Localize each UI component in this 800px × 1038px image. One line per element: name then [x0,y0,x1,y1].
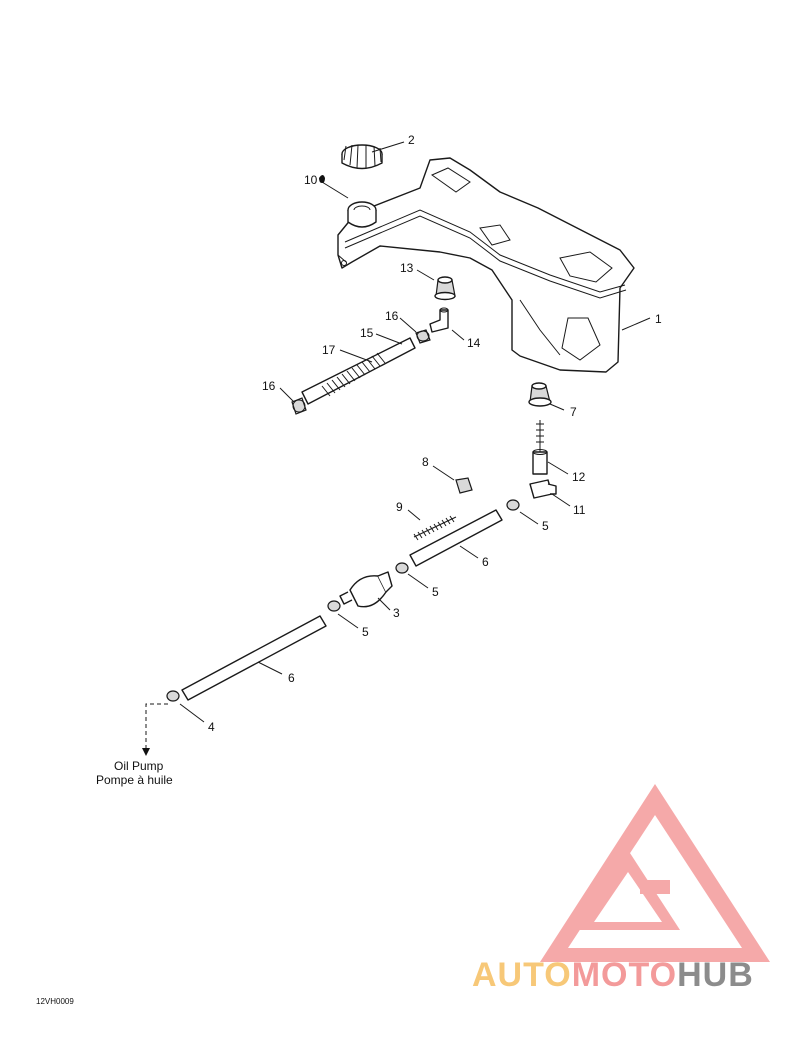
callout-4: 4 [208,720,215,734]
oil-drop-icon [319,175,325,183]
clamp-16-upper [415,329,431,344]
callout-16a: 16 [385,309,399,323]
watermark-text-hub: HUB [677,956,754,994]
callout-6b: 6 [288,671,295,685]
watermark-text: AUTOMOTOHUB [472,956,754,994]
oil-pump-direction [142,703,168,756]
tank-cap [341,144,383,170]
vent-hose-15 [301,337,416,405]
grommet-7 [528,382,552,407]
elbow-fitting-14 [429,307,449,333]
callout-17: 17 [322,343,336,357]
oil-hose-6-upper [409,509,503,567]
tee-fitting-11 [529,479,557,499]
filler-neck-gasket [347,201,377,228]
filter-12 [532,420,548,475]
callout-15: 15 [360,326,374,340]
grommet-13 [434,276,456,301]
callout-12: 12 [572,470,586,484]
callout-2: 2 [408,133,415,147]
callout-5b: 5 [432,585,439,599]
plug-8 [455,477,473,494]
oil-tank [337,157,635,373]
spring-9 [413,515,457,541]
watermark-text-moto: MOTO [572,956,677,994]
drawing-code: 12VH0009 [36,997,74,1006]
oil-hose-6-lower [181,615,327,701]
callout-10: 10 [304,173,318,187]
callout-1: 1 [655,312,662,326]
watermark-text-auto: AUTO [472,956,572,994]
callout-13: 13 [400,261,414,275]
callout-14: 14 [467,336,481,350]
oil-pump-label-fr: Pompe à huile [96,773,173,787]
clamp-16-lower [291,397,307,415]
callout-9: 9 [396,500,403,514]
oil-pump-label-en: Oil Pump [114,759,164,773]
hose-spring-17 [321,352,386,397]
watermark-logo [540,784,770,962]
clamp-4 [166,690,180,702]
callout-8: 8 [422,455,429,469]
callout-5a: 5 [542,519,549,533]
callout-labels: 1 2 3 4 5 5 5 6 6 7 8 9 10 11 12 13 14 1… [208,133,662,734]
callout-16b: 16 [262,379,276,393]
callout-7: 7 [570,405,577,419]
leader-lines [179,141,651,723]
callout-5c: 5 [362,625,369,639]
callout-11: 11 [573,503,586,517]
callout-6a: 6 [482,555,489,569]
clamp-5-upper [506,499,520,511]
clamp-5-lower [327,600,341,612]
callout-3: 3 [393,606,400,620]
inline-filter-3 [339,571,393,608]
oil-pump-note: Oil Pump Pompe à huile [96,759,173,787]
clamp-5-middle [395,562,409,574]
